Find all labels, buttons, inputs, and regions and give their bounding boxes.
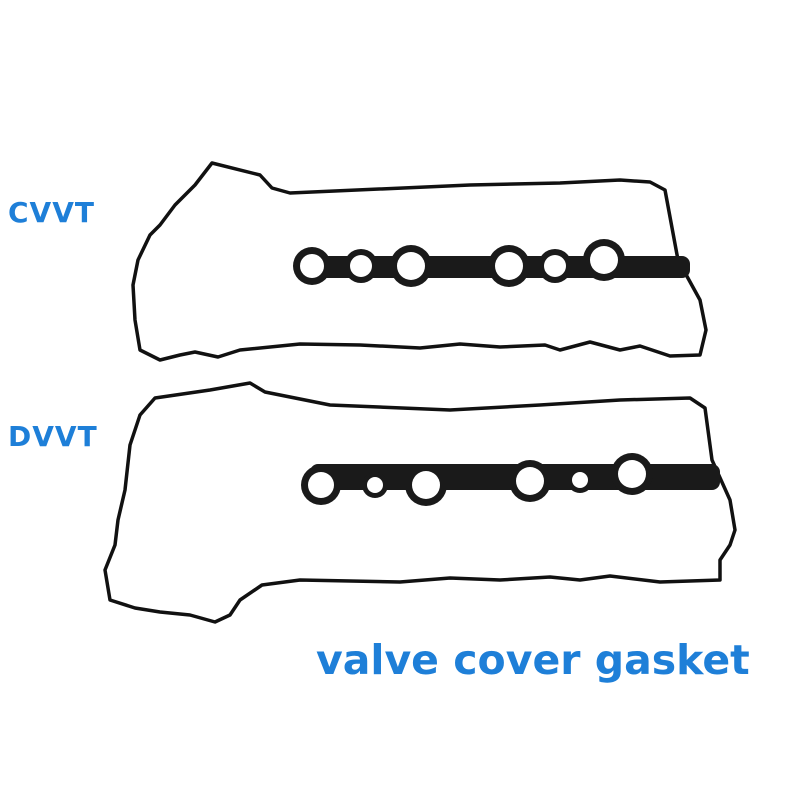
dvvt-gasket-outer-seal xyxy=(103,381,737,624)
dvvt-plug-seal-strip xyxy=(301,453,720,506)
cvvt-gasket-outer-seal xyxy=(131,161,708,362)
product-caption: valve cover gasket xyxy=(316,636,750,684)
cvvt-label: CVVT xyxy=(8,196,95,229)
cvvt-plug-seal-strip xyxy=(293,239,690,287)
dvvt-label: DVVT xyxy=(8,420,98,453)
